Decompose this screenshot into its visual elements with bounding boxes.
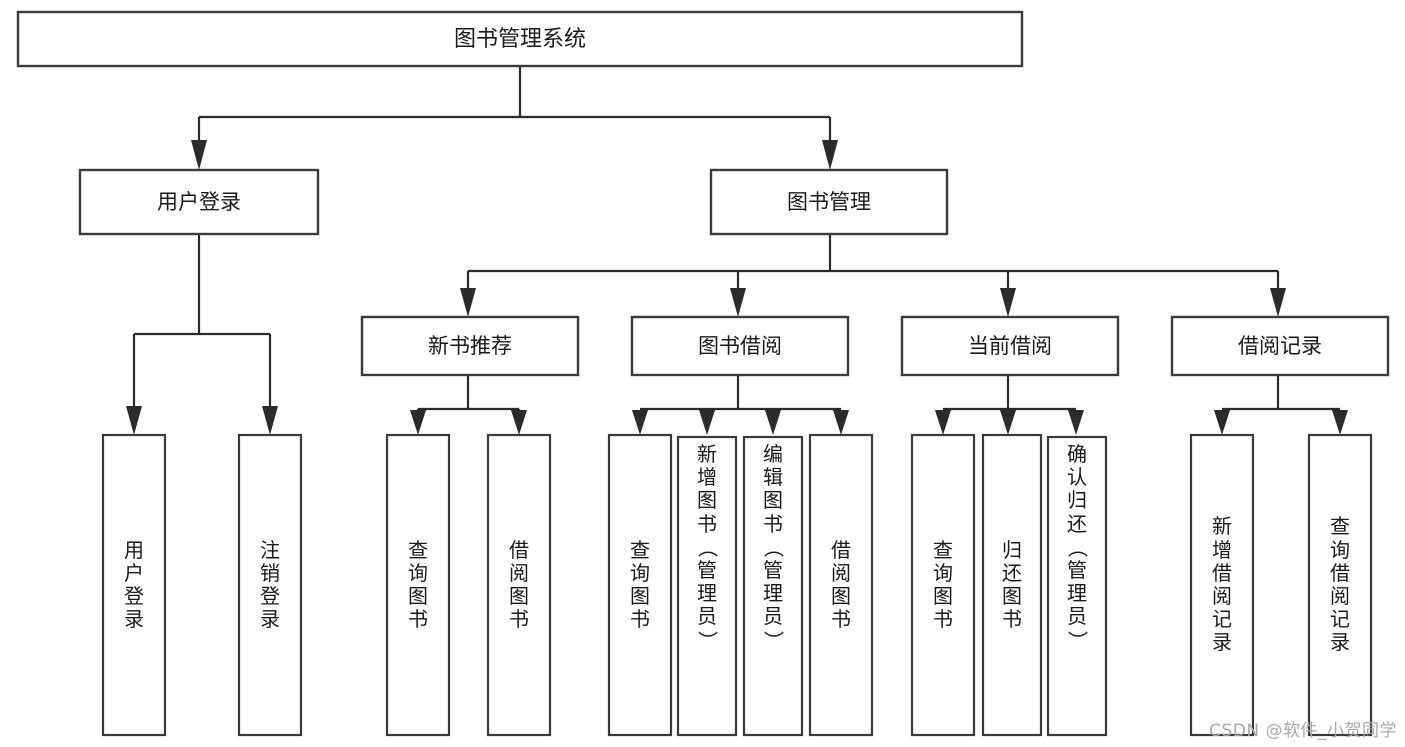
arrow-leaf-edit-book [765,410,781,435]
arrow-leaf-borrow-book-1 [511,410,527,435]
node-root[interactable]: 图书管理系统 [16,10,1024,68]
node-new-book-recommend-label: 新书推荐 [428,334,512,358]
connector-root-to-level1 [191,66,838,170]
node-book-manage-box[interactable] [709,168,949,236]
arrow-leaf-confirm-return [1068,410,1084,435]
arrow-current-borrow [1000,288,1016,317]
node-leaf-add-record-box[interactable] [1189,433,1255,737]
node-new-book-recommend-box[interactable] [360,315,580,377]
node-leaf-return-book-box[interactable] [981,433,1043,737]
connector-current-borrow-to-leaves [935,375,1084,435]
arrow-leaf-logout [262,406,278,435]
node-leaf-user-login-box[interactable] [101,433,167,737]
node-leaf-query-book-3-box[interactable] [910,433,976,737]
connector-book-manage-to-level2 [460,234,1286,317]
node-current-borrow-box[interactable] [900,315,1120,377]
node-book-borrow[interactable]: 图书借阅 [630,315,850,377]
arrow-leaf-add-book [699,410,715,435]
connector-book-borrow-to-leaves [632,375,849,435]
node-book-borrow-box[interactable] [630,315,850,377]
node-root-box[interactable] [16,10,1024,68]
arrow-leaf-user-login [126,406,142,435]
node-borrow-record-box[interactable] [1170,315,1390,377]
arrow-leaf-query-book-2 [632,410,648,435]
node-book-manage[interactable]: 图书管理 [709,168,949,236]
connector-new-book-to-leaves [410,375,527,435]
arrow-leaf-query-record [1332,410,1348,435]
node-user-login-box[interactable] [78,168,320,236]
arrow-leaf-return-book [1000,410,1016,435]
node-borrow-record-label: 借阅记录 [1238,334,1322,358]
node-leaf-query-record-box[interactable] [1307,433,1373,737]
node-current-borrow-label: 当前借阅 [968,334,1052,358]
node-new-book-recommend[interactable]: 新书推荐 [360,315,580,377]
node-user-login[interactable]: 用户登录 [78,168,320,236]
watermark-text: CSDN @软件_小贺同学 [1209,721,1397,741]
node-leaf-confirm-return-box[interactable] [1046,435,1108,737]
node-book-borrow-label: 图书借阅 [698,334,782,358]
node-leaf-edit-book-box[interactable] [742,435,804,737]
node-user-login-label: 用户登录 [157,190,241,214]
arrow-book-manage [822,140,838,170]
node-leaf-query-book-1-box[interactable] [385,433,451,737]
arrow-book-borrow [730,288,746,317]
node-leaf-borrow-book-2-box[interactable] [808,433,874,737]
arrow-borrow-record [1270,288,1286,317]
node-root-label: 图书管理系统 [454,27,586,52]
node-borrow-record[interactable]: 借阅记录 [1170,315,1390,377]
arrow-leaf-borrow-book-2 [833,410,849,435]
arrow-user-login [191,140,207,170]
node-leaf-query-book-2-box[interactable] [607,433,673,737]
node-leaf-add-book-box[interactable] [676,435,738,737]
node-leaf-logout-box[interactable] [237,433,303,737]
arrow-leaf-query-book-1 [410,410,426,435]
arrow-new-book-recommend [460,288,476,317]
node-current-borrow[interactable]: 当前借阅 [900,315,1120,377]
node-leaf-borrow-book-1-box[interactable] [486,433,552,737]
connector-borrow-record-to-leaves [1214,375,1348,435]
node-book-manage-label: 图书管理 [787,190,871,214]
arrow-leaf-query-book-3 [935,410,951,435]
arrow-leaf-add-record [1214,410,1230,435]
connector-user-login-to-leaves [126,234,278,435]
